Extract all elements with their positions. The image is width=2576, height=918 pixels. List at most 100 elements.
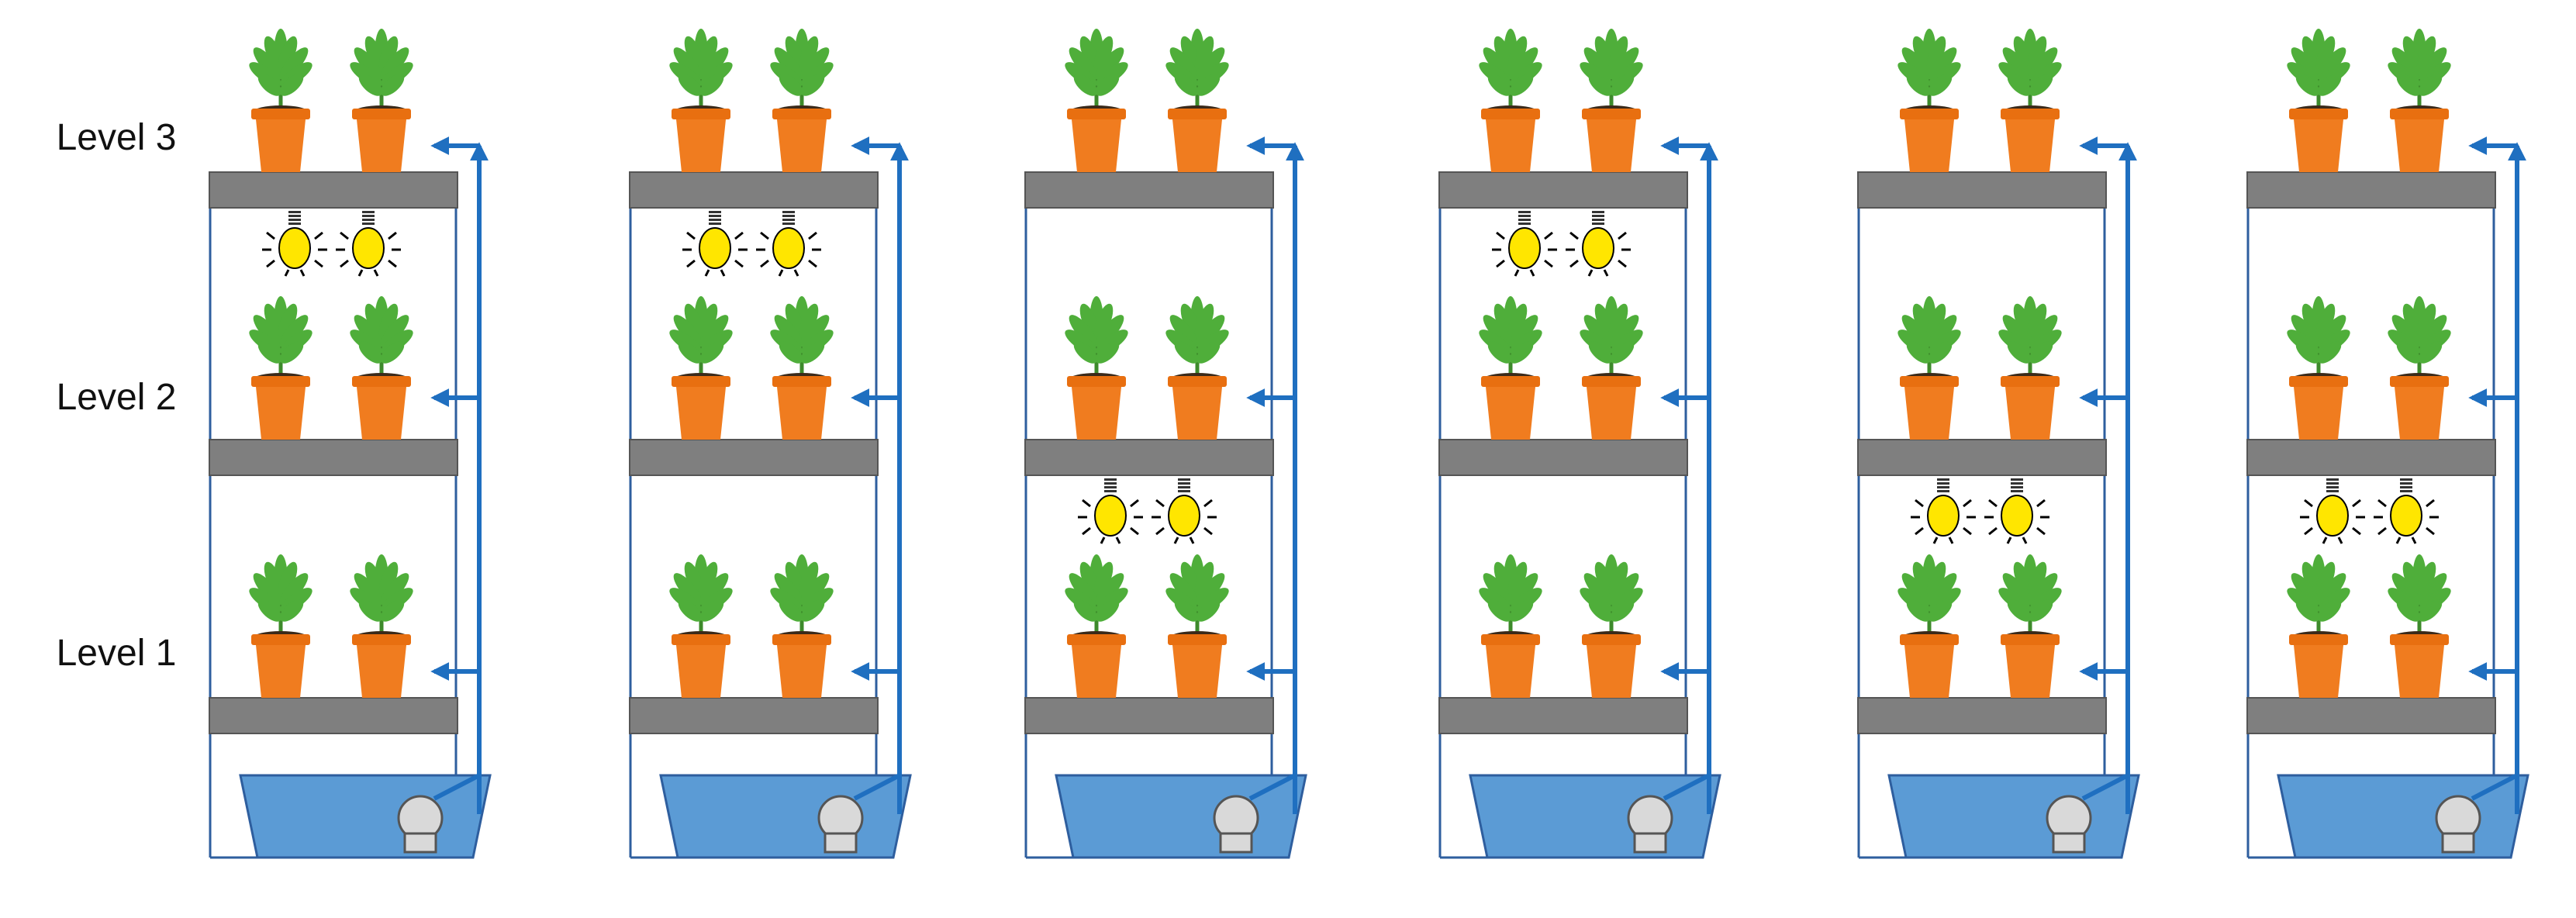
bulb-screw (2011, 490, 2023, 492)
leaf (1509, 74, 1534, 96)
pot-rim (352, 376, 411, 387)
leaf (1928, 74, 1953, 96)
pot-rim (2001, 109, 2060, 119)
light-ray (808, 231, 817, 240)
leaf (1507, 561, 1528, 598)
shelf-level-1 (2246, 697, 2496, 734)
pot-body (1587, 119, 1636, 172)
leaf (1196, 599, 1221, 622)
light-ray (1496, 231, 1505, 240)
leaf (1928, 573, 1957, 606)
leaf (358, 599, 383, 622)
plant-pot (1479, 296, 1542, 440)
light-ray (1203, 526, 1213, 536)
leaf (673, 573, 703, 606)
pot-rim (1481, 376, 1540, 387)
plant-pot (2388, 554, 2451, 698)
pump-outlet-pipe (2081, 773, 2129, 801)
pot-body (2395, 387, 2444, 440)
light-ray (760, 231, 769, 240)
leaf (1194, 36, 1214, 72)
leaf (2317, 599, 2342, 622)
leaf (2029, 599, 2053, 622)
pot-rim (1582, 634, 1641, 645)
leaf (1588, 74, 1613, 96)
light-ray (1130, 526, 1139, 536)
bulb-glass (278, 227, 311, 269)
bulb-screw (1104, 478, 1117, 481)
plant-pot (1998, 296, 2062, 440)
bulb-screw (709, 211, 721, 213)
leaf (1507, 36, 1528, 72)
pot-body (2294, 119, 2343, 172)
leaf (1608, 36, 1628, 72)
leaf (1483, 573, 1512, 606)
plant-pot (2388, 29, 2451, 172)
light-ray (1915, 526, 1924, 536)
level-2-label: Level 2 (56, 377, 177, 418)
leaf (1093, 303, 1114, 340)
leaf (699, 74, 724, 96)
bulb-screw (2326, 486, 2339, 488)
bulb-glass (772, 227, 805, 269)
leaf (380, 47, 409, 80)
leaf (2007, 341, 2032, 364)
light-ray (1915, 499, 1924, 508)
light-ray (1082, 499, 1091, 508)
bulb-screw (1592, 219, 1604, 221)
shelf-level-3 (1024, 171, 1274, 209)
plant-pot (770, 296, 834, 440)
leaf (2029, 74, 2053, 96)
leaf (799, 303, 819, 340)
pot-rim (251, 634, 310, 645)
leaf (253, 47, 282, 80)
light-ray (2352, 526, 2361, 536)
light-ray (1569, 231, 1579, 240)
leaf (354, 47, 383, 80)
pot-rim (1168, 634, 1227, 645)
light-ray (1155, 526, 1165, 536)
leaf (1901, 573, 1931, 606)
leaf (2416, 36, 2436, 72)
light-bulb-icon (682, 211, 748, 277)
light-ray (2377, 499, 2387, 508)
bulb-screw (288, 223, 301, 225)
bulb-screw (1937, 482, 1949, 485)
pot-rim (772, 634, 831, 645)
leaf (1901, 315, 1931, 347)
leaf (2315, 36, 2336, 72)
bulb-screw (1937, 490, 1949, 492)
light-ray (1963, 499, 1972, 508)
pot-rim (1900, 109, 1959, 119)
bulb-screw (709, 223, 721, 225)
pot-body (1172, 387, 1222, 440)
leaf (1509, 573, 1538, 606)
leaf (1906, 341, 1931, 364)
leaf (1588, 599, 1613, 622)
bulb-screw (362, 215, 375, 217)
shelf-level-3 (2246, 171, 2496, 209)
pot-body (2395, 119, 2444, 172)
leaf (1487, 74, 1512, 96)
leaf (253, 573, 282, 606)
bulb-screw (2011, 482, 2023, 485)
pot-body (1172, 645, 1222, 698)
light-ray (704, 269, 710, 277)
pot-body (1486, 645, 1535, 698)
pot-rim (251, 109, 310, 119)
plant-pot (350, 29, 413, 172)
light-ray (686, 259, 696, 268)
pot-body (256, 387, 306, 440)
rack-4 (1438, 29, 1721, 859)
bulb-glass (1927, 495, 1960, 537)
leaf (1196, 74, 1221, 96)
pot-rim (2390, 376, 2449, 387)
level-3-label: Level 3 (56, 117, 177, 158)
pot-body (676, 387, 726, 440)
leaf (2418, 315, 2447, 347)
plant-pot (1580, 296, 1643, 440)
plant-pot (1165, 554, 1229, 698)
leaf (2418, 573, 2447, 606)
bulb-screw (288, 215, 301, 217)
leaf (1483, 47, 1512, 80)
